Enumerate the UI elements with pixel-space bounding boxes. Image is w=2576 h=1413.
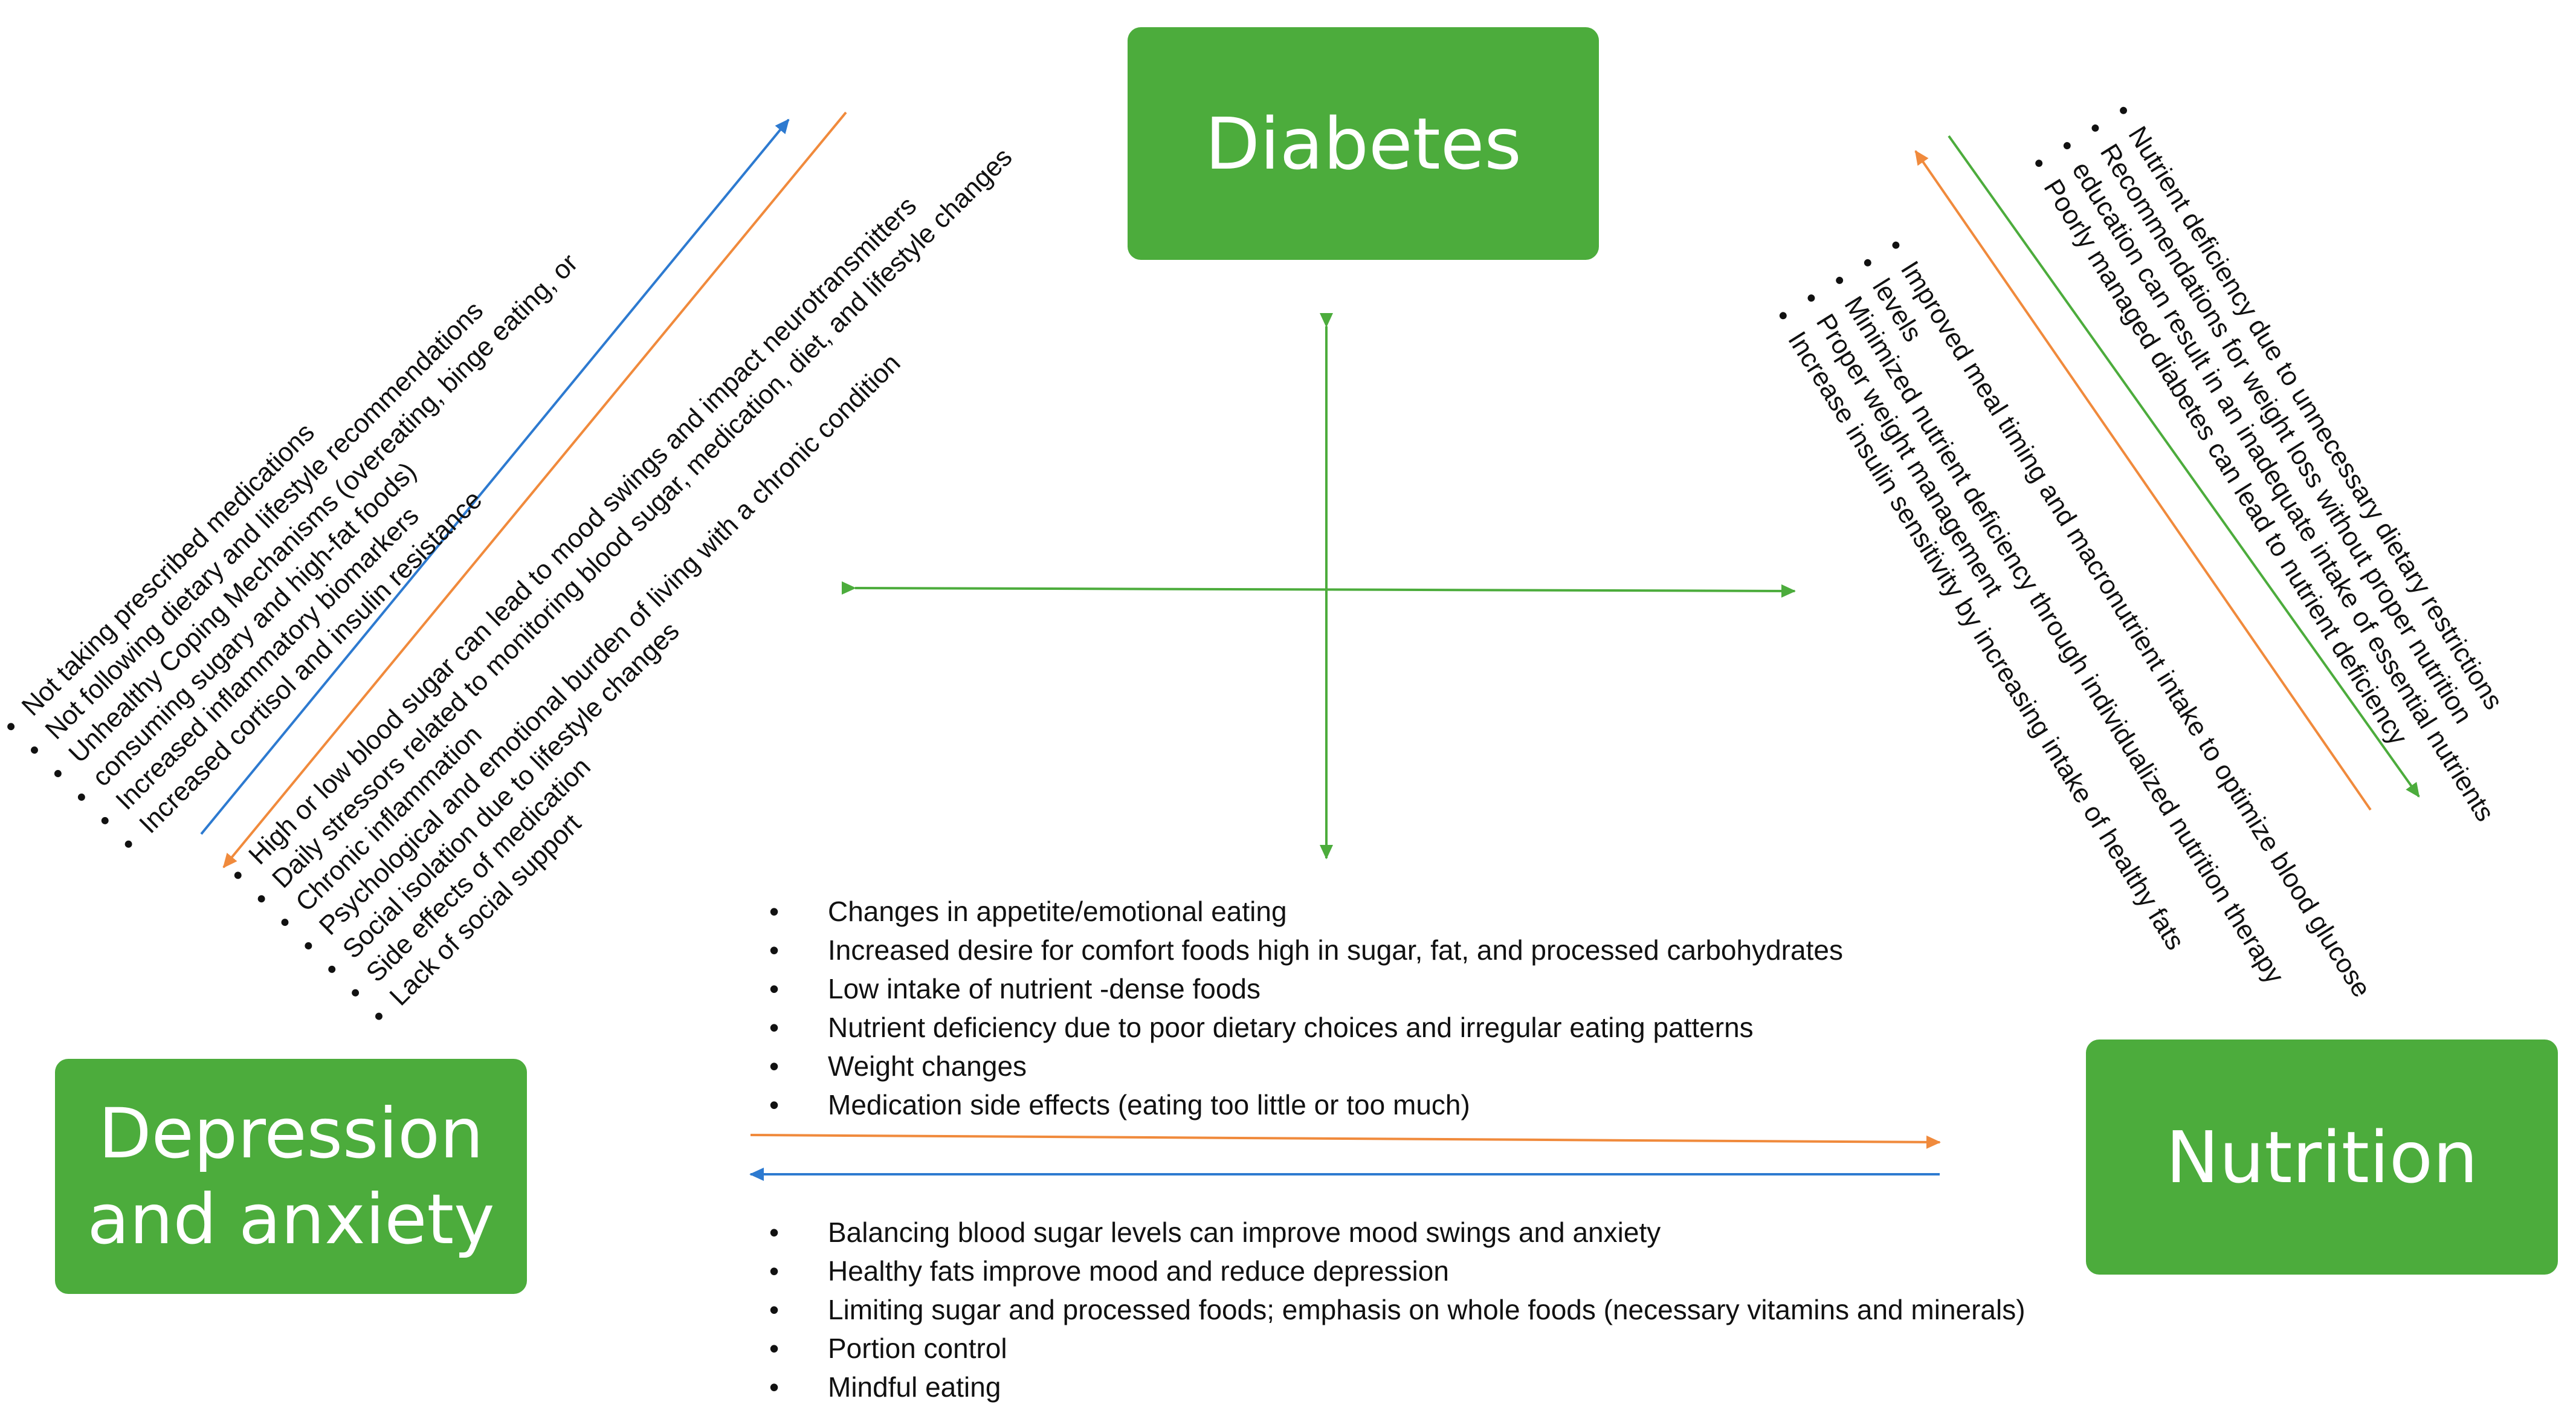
list-item: Changes in appetite/emotional eating bbox=[767, 892, 1843, 931]
nutrition-label: Nutrition bbox=[2166, 1115, 2478, 1199]
list-item: Healthy fats improve mood and reduce dep… bbox=[767, 1252, 2026, 1290]
nutrition-to-depression-list: Balancing blood sugar levels can improve… bbox=[767, 1213, 2026, 1406]
list-item: Limiting sugar and processed foods; emph… bbox=[767, 1290, 2026, 1329]
list-item: Nutrient deficiency due to poor dietary … bbox=[767, 1008, 1843, 1047]
nutrition-node: Nutrition bbox=[2086, 1040, 2558, 1275]
center-horizontal-arrow bbox=[841, 581, 1796, 598]
list-item: Portion control bbox=[767, 1329, 2026, 1368]
depression-to-nutrition-arrow bbox=[750, 1134, 1941, 1149]
list-item: Balancing blood sugar levels can improve… bbox=[767, 1213, 2026, 1252]
nutrition-to-diabetes-arrow bbox=[1914, 150, 2372, 811]
list-item: Increased desire for comfort foods high … bbox=[767, 931, 1843, 969]
diabetes-node: Diabetes bbox=[1128, 27, 1599, 260]
list-item: Medication side effects (eating too litt… bbox=[767, 1085, 1843, 1124]
list-item: Low intake of nutrient -dense foods bbox=[767, 969, 1843, 1008]
diabetes-to-depression-arrow bbox=[222, 111, 847, 868]
depression-to-nutrition-list: Changes in appetite/emotional eating Inc… bbox=[767, 892, 1843, 1124]
list-item: Weight changes bbox=[767, 1047, 1843, 1085]
depression-anxiety-label: Depression and anxiety bbox=[87, 1093, 495, 1259]
list-item: Mindful eating bbox=[767, 1368, 2026, 1406]
diabetes-to-nutrition-arrow bbox=[1948, 135, 2420, 798]
diabetes-label: Diabetes bbox=[1205, 102, 1522, 186]
depression-anxiety-node: Depression and anxiety bbox=[55, 1059, 527, 1294]
